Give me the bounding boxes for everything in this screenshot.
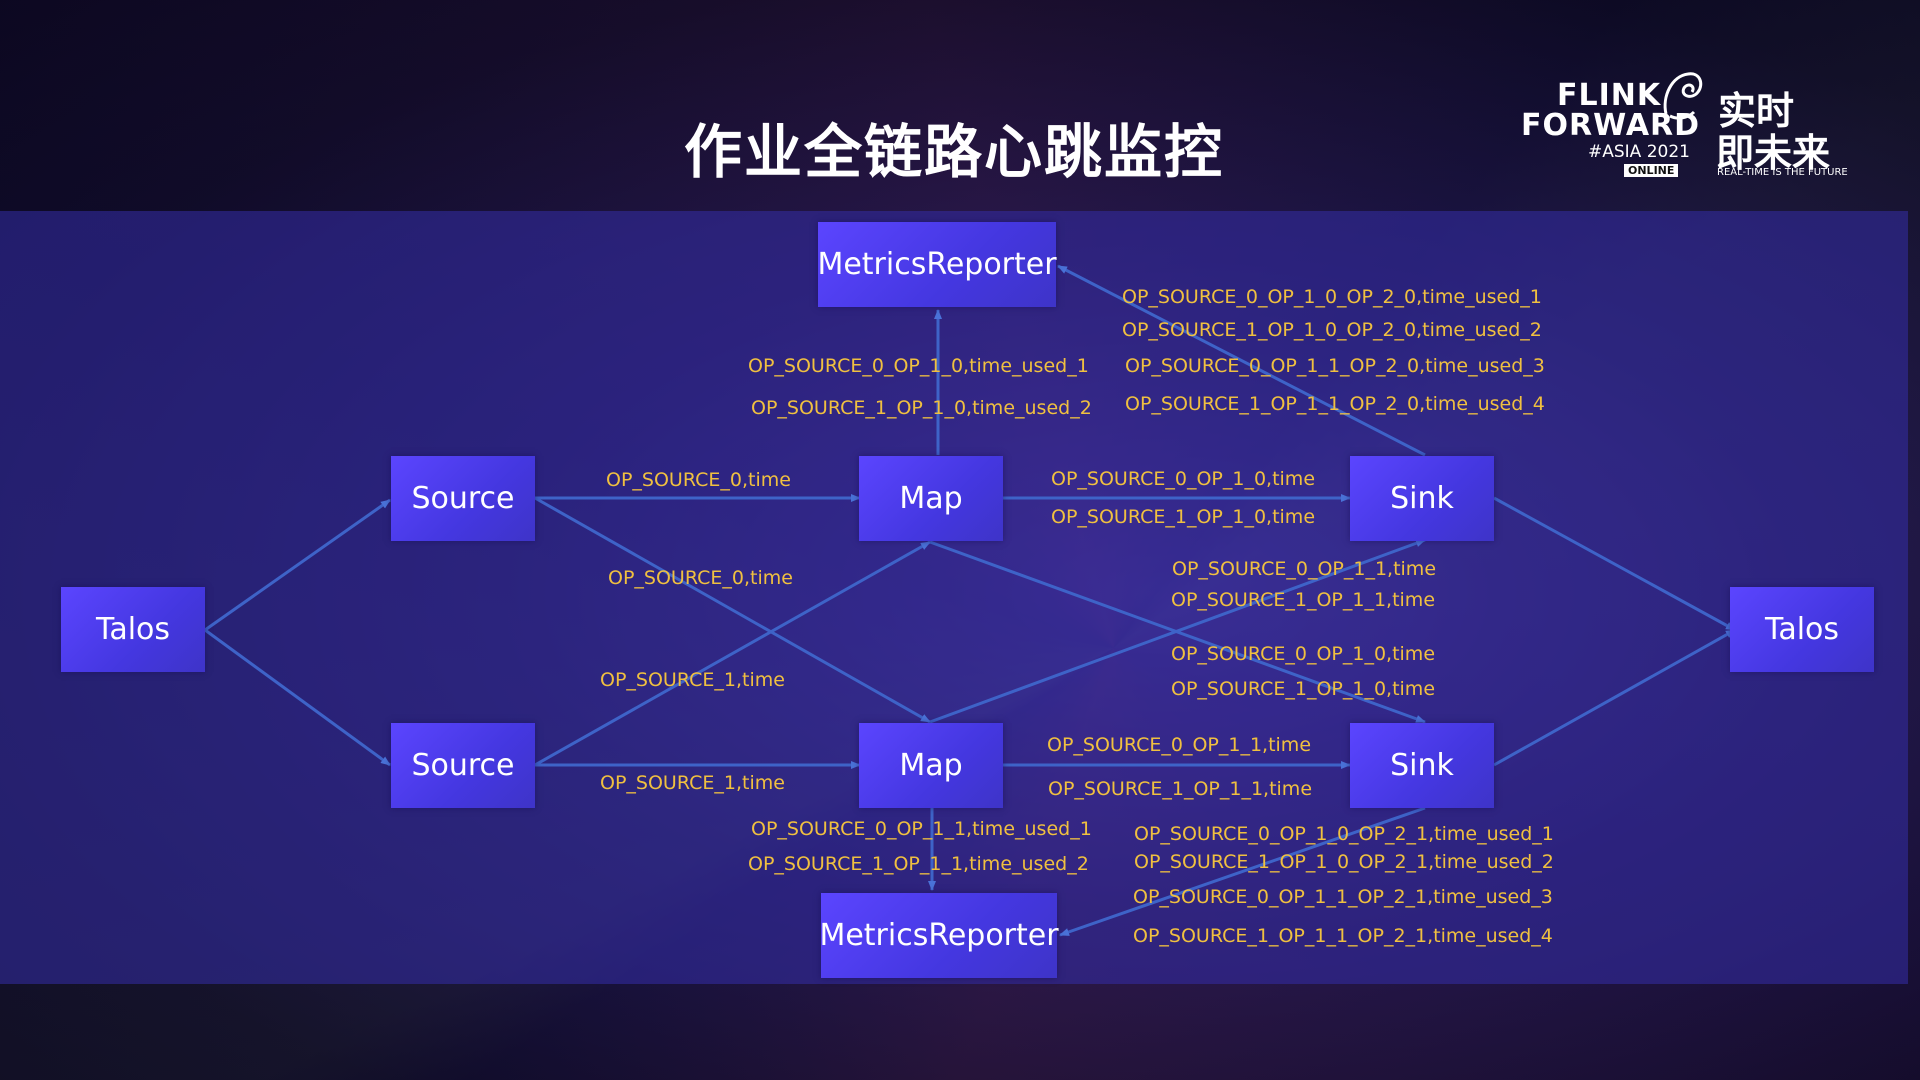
node-talos-output: Talos	[1730, 587, 1874, 672]
label-map-top-sink-bottom-2: OP_SOURCE_1_OP_1_0,time	[1171, 678, 1436, 700]
label-map-bottom-metrics-1: OP_SOURCE_0_OP_1_1,time_used_1	[751, 818, 1092, 840]
label-sink-top-metrics-2: OP_SOURCE_1_OP_1_0_OP_2_0,time_used_2	[1122, 319, 1542, 341]
label-sink-top-metrics-4: OP_SOURCE_1_OP_1_1_OP_2_0,time_used_4	[1125, 393, 1545, 415]
label-map-top-sink-top-1: OP_SOURCE_0_OP_1_0,time	[1051, 468, 1316, 490]
label-sink-bottom-metrics-1: OP_SOURCE_0_OP_1_0_OP_2_1,time_used_1	[1134, 823, 1554, 845]
edge-talos-source-bottom	[204, 628, 391, 767]
logo-online-badge: ONLINE	[1624, 164, 1679, 177]
node-sink-bottom: Sink	[1350, 723, 1494, 808]
label-source-bottom-map-top: OP_SOURCE_1,time	[600, 669, 785, 691]
label-map-top-metrics-1: OP_SOURCE_0_OP_1_0,time_used_1	[748, 355, 1089, 377]
page-title: 作业全链路心跳监控	[683, 118, 1224, 186]
node-source-bottom: Source	[391, 723, 535, 808]
edge-sink-bottom-talos	[1493, 628, 1736, 767]
node-sink-top: Sink	[1350, 456, 1494, 541]
edge-source-bottom-map-top	[534, 540, 931, 767]
node-source-top: Source	[391, 456, 535, 541]
label-map-bottom-sink-bottom-1: OP_SOURCE_0_OP_1_1,time	[1047, 734, 1312, 756]
label-sink-top-metrics-3: OP_SOURCE_0_OP_1_1_OP_2_0,time_used_3	[1125, 355, 1545, 377]
logo-forward: FORWARD	[1521, 108, 1701, 143]
logo-cn-line2: 即未来	[1716, 131, 1831, 175]
logo-cn-line1: 实时	[1718, 89, 1795, 133]
label-source-top-map-top: OP_SOURCE_0,time	[606, 469, 791, 491]
node-metrics-reporter-bottom: MetricsReporter	[819, 893, 1059, 978]
edge-map-bottom-sink-top	[929, 538, 1426, 724]
logo-asia: #ASIA 2021	[1588, 142, 1690, 162]
node-map-bottom: Map	[859, 723, 1003, 808]
label-sink-top-metrics-1: OP_SOURCE_0_OP_1_0_OP_2_0,time_used_1	[1122, 286, 1542, 308]
label-sink-bottom-metrics-4: OP_SOURCE_1_OP_1_1_OP_2_1,time_used_4	[1133, 925, 1553, 947]
label-map-top-sink-top-2: OP_SOURCE_1_OP_1_0,time	[1051, 506, 1316, 528]
label-map-bottom-sink-top-1: OP_SOURCE_0_OP_1_1,time	[1172, 558, 1437, 580]
label-map-bottom-metrics-2: OP_SOURCE_1_OP_1_1,time_used_2	[748, 853, 1089, 875]
logo-squirrel-icon	[1663, 72, 1703, 120]
logo-flink: FLINK	[1557, 78, 1662, 113]
edge-talos-source-top	[204, 498, 391, 632]
edge-sink-bottom-metrics-bottom	[1059, 806, 1426, 937]
label-source-bottom-map-bottom: OP_SOURCE_1,time	[600, 772, 785, 794]
node-talos-input: Talos	[61, 587, 205, 672]
node-metrics-reporter-top: MetricsReporter	[817, 222, 1057, 307]
label-sink-bottom-metrics-3: OP_SOURCE_0_OP_1_1_OP_2_1,time_used_3	[1133, 886, 1553, 908]
label-map-top-metrics-2: OP_SOURCE_1_OP_1_0,time_used_2	[751, 397, 1092, 419]
edge-sink-top-metrics-top	[1057, 264, 1426, 457]
label-map-bottom-sink-bottom-2: OP_SOURCE_1_OP_1_1,time	[1048, 778, 1313, 800]
logo-tagline: REAL-TIME IS THE FUTURE	[1717, 167, 1848, 178]
edge-sink-top-talos	[1493, 496, 1736, 632]
diagram-panel	[0, 211, 1908, 984]
label-sink-bottom-metrics-2: OP_SOURCE_1_OP_1_0_OP_2_1,time_used_2	[1134, 851, 1554, 873]
label-map-top-sink-bottom-1: OP_SOURCE_0_OP_1_0,time	[1171, 643, 1436, 665]
node-map-top: Map	[859, 456, 1003, 541]
label-source-top-map-bottom: OP_SOURCE_0,time	[608, 567, 793, 589]
edge-source-top-map-bottom	[534, 496, 931, 724]
label-map-bottom-sink-top-2: OP_SOURCE_1_OP_1_1,time	[1171, 589, 1436, 611]
